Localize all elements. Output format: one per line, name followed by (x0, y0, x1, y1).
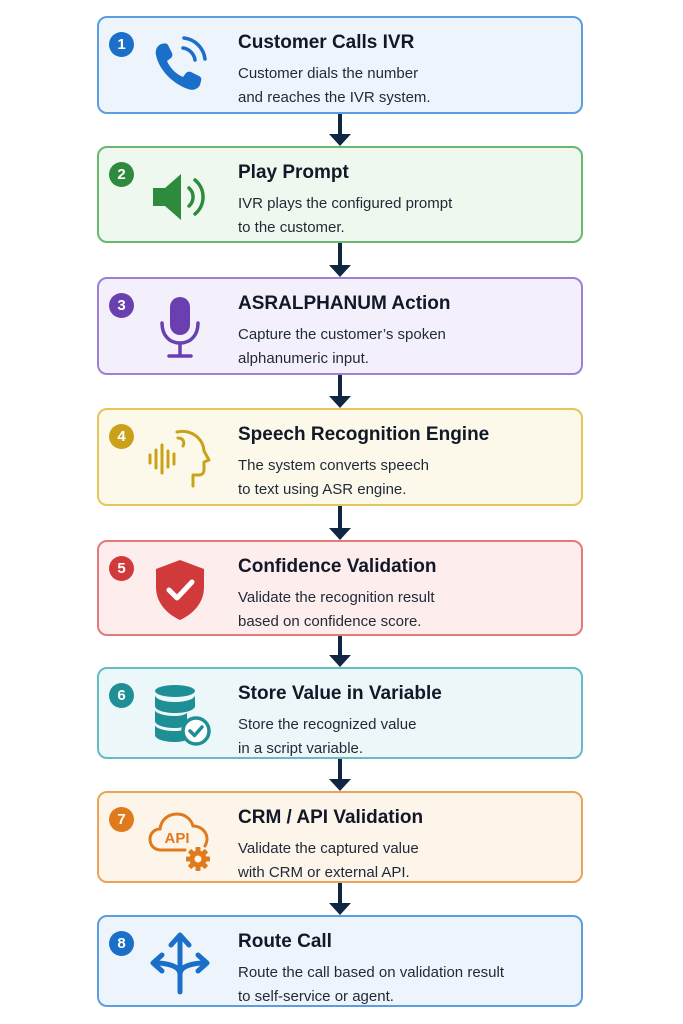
step-3-description: Capture the customer’s spoken alphanumer… (238, 326, 446, 367)
connector-arrow-6-7 (329, 759, 351, 791)
cloud-api-gear-icon: API (147, 806, 213, 872)
phone-icon (147, 34, 213, 100)
api-icon-text: API (164, 830, 189, 847)
step-6-card: 6 Store Value in Variable Store the reco… (97, 667, 583, 759)
step-3-card: 3 ASRALPHANUM Action Capture the custome… (97, 277, 583, 375)
connector-arrow-4-5 (329, 506, 351, 540)
step-2-description: IVR plays the configured prompt to the c… (238, 195, 453, 236)
step-6-description: Store the recognized value in a script v… (238, 716, 417, 757)
connector-arrow-5-6 (329, 636, 351, 667)
step-1-card: 1 Customer Calls IVR Customer dials the … (97, 16, 583, 114)
connector-arrow-3-4 (329, 375, 351, 408)
step-1-number-badge: 1 (109, 32, 134, 57)
step-7-number-badge: 7 (109, 807, 134, 832)
shield-check-icon (147, 557, 213, 623)
step-8-description: Route the call based on validation resul… (238, 964, 505, 1005)
step-6-title: Store Value in Variable (238, 683, 442, 704)
step-5-description: Validate the recognition result based on… (238, 589, 435, 630)
step-8-card: 8 Route Call Route the call based on val… (97, 915, 583, 1007)
step-4-title: Speech Recognition Engine (238, 424, 490, 445)
step-7-description: Validate the captured value with CRM or … (238, 840, 419, 881)
connector-arrow-1-2 (329, 114, 351, 146)
step-2-title: Play Prompt (238, 162, 349, 183)
connector-arrow-7-8 (329, 883, 351, 915)
step-8-title: Route Call (238, 931, 332, 952)
step-4-card: 4 Speech Recognition Engine The system c… (97, 408, 583, 506)
step-3-title: ASRALPHANUM Action (238, 293, 451, 314)
voice-head-icon (147, 426, 213, 492)
connector-arrow-2-3 (329, 243, 351, 277)
step-3-number-badge: 3 (109, 293, 134, 318)
step-7-card: 7 API CRM / API Validation Validate the … (97, 791, 583, 883)
step-1-description: Customer dials the number and reaches th… (238, 65, 431, 106)
step-7-title: CRM / API Validation (238, 807, 424, 828)
step-2-number-badge: 2 (109, 162, 134, 187)
speaker-icon (147, 164, 213, 230)
step-1-title: Customer Calls IVR (238, 32, 415, 53)
route-arrows-icon (147, 930, 213, 996)
step-2-card: 2 Play Prompt IVR plays the configured p… (97, 146, 583, 243)
step-5-card: 5 Confidence Validation Validate the rec… (97, 540, 583, 636)
database-check-icon (147, 682, 213, 748)
step-4-number-badge: 4 (109, 424, 134, 449)
microphone-icon (147, 295, 213, 361)
step-8-number-badge: 8 (109, 931, 134, 956)
step-4-description: The system converts speech to text using… (238, 457, 429, 498)
step-5-title: Confidence Validation (238, 556, 437, 577)
step-5-number-badge: 5 (109, 556, 134, 581)
step-6-number-badge: 6 (109, 683, 134, 708)
